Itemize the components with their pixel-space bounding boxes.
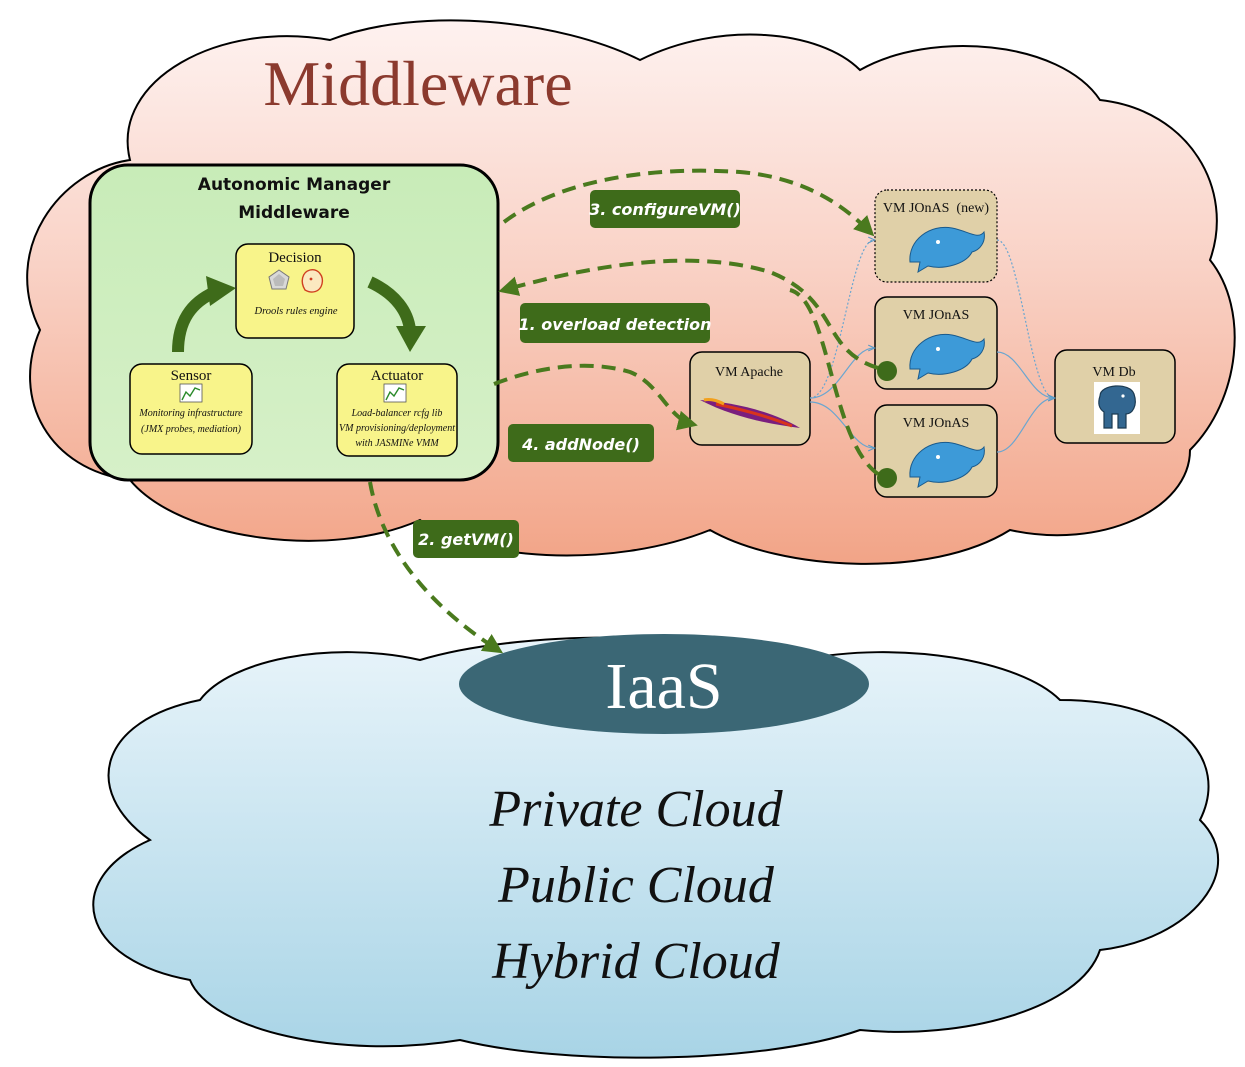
sensor-caption-line2: (JMX probes, mediation) <box>141 424 242 435</box>
decision-box <box>235 243 355 339</box>
arrow-overload-detection <box>498 258 879 370</box>
flow-arrows <box>368 168 880 654</box>
iaas-hybrid-cloud: Hybrid Cloud <box>491 933 780 990</box>
sensor-title: Sensor <box>171 368 212 384</box>
face-icon <box>301 269 324 293</box>
chart-icon <box>383 383 407 403</box>
actuator-caption-line2: VM provisioning/deployment <box>339 423 455 434</box>
decision-title: Decision <box>268 250 322 266</box>
step-label-3: 3. configureVM() <box>589 190 741 228</box>
elephant-icon <box>1094 382 1140 434</box>
actuator-title: Actuator <box>371 368 423 384</box>
svg-text:3. configureVM(): 3. configureVM() <box>589 200 741 219</box>
decision-caption: Drools rules engine <box>253 306 337 317</box>
probe-dot <box>877 361 897 381</box>
iaas-badge <box>459 634 869 734</box>
vm-db-label: VM Db <box>1092 365 1135 380</box>
vm-jonas-2-label: VM JOnAS <box>903 416 970 431</box>
apache-jonas-links <box>809 240 1054 453</box>
iaas-public-cloud: Public Cloud <box>497 857 775 914</box>
vm-jonas-1-label: VM JOnAS <box>903 308 970 323</box>
actuator-caption-line1: Load-balancer rcfg lib <box>351 408 443 419</box>
loop-arrow-sensor-decision <box>172 276 236 353</box>
probe-dot <box>877 468 897 488</box>
whale-icon <box>909 441 985 489</box>
arrow-add-node <box>493 363 698 431</box>
whale-icon <box>909 333 985 381</box>
whale-icon <box>909 226 985 274</box>
sensor-box <box>129 363 253 455</box>
actuator-box <box>336 363 458 457</box>
sensor-caption-line1: Monitoring infrastructure <box>138 408 243 419</box>
middleware-title: Middleware <box>263 48 572 119</box>
manager-title-line2: Middleware <box>238 203 350 223</box>
iaas-private-cloud: Private Cloud <box>488 781 783 838</box>
manager-title-line1: Autonomic Manager <box>198 175 391 195</box>
svg-text:4. addNode(): 4. addNode() <box>521 435 640 454</box>
step-label-1: 1. overload detection <box>518 303 712 343</box>
vm-apache-label: VM Apache <box>715 365 783 380</box>
iaas-cloud <box>92 636 1220 1059</box>
feather-icon <box>700 398 800 428</box>
pentagon-icon <box>268 269 290 290</box>
svg-text:1. overload detection: 1. overload detection <box>518 315 711 334</box>
chart-icon <box>179 383 203 403</box>
actuator-caption-line3: with JASMINe VMM <box>355 438 439 449</box>
vm-jonas-new-label: VM JOnAS (new) <box>883 201 990 216</box>
loop-arrow-decision-actuator <box>367 276 426 352</box>
step-label-4: 4. addNode() <box>508 424 654 462</box>
svg-text:2. getVM(): 2. getVM() <box>418 530 514 549</box>
step-label-2: 2. getVM() <box>413 520 519 558</box>
arrow-get-vm <box>368 481 504 654</box>
iaas-title: IaaS <box>605 650 722 723</box>
arrow-configure-vm <box>502 168 875 237</box>
